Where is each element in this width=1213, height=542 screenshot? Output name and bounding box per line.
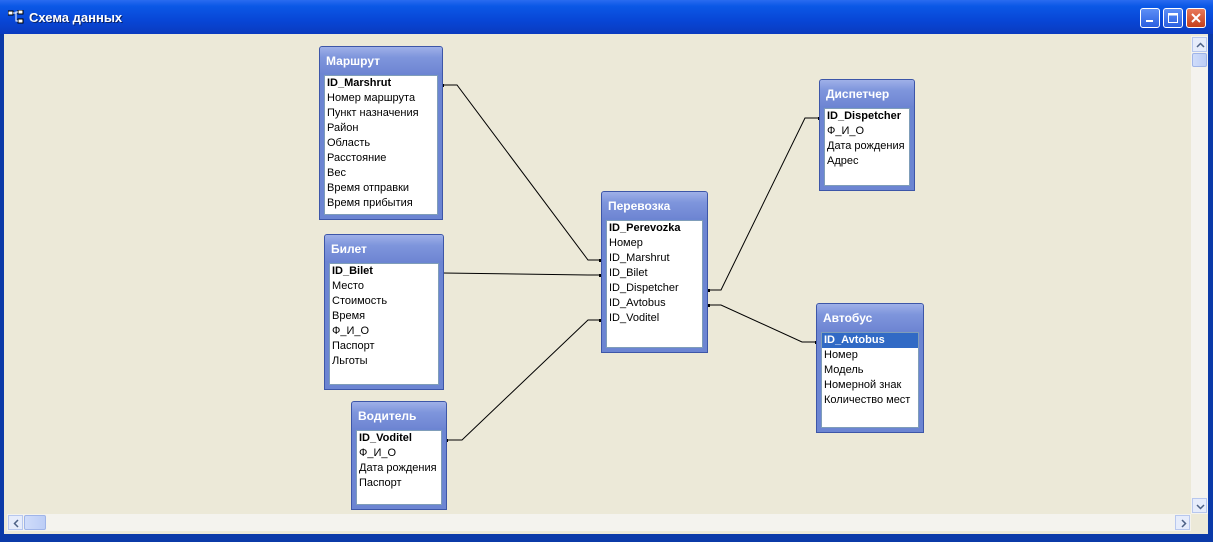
field-item[interactable]: ID_Bilet bbox=[332, 265, 373, 277]
field-list: ID_Marshrut Номер маршрута Пункт назначе… bbox=[324, 75, 438, 215]
field-item[interactable]: ID_Voditel bbox=[359, 432, 412, 444]
field-item[interactable]: Район bbox=[327, 122, 359, 134]
field-item[interactable]: Ф_И_О bbox=[359, 447, 397, 459]
field-item[interactable]: ID_Marshrut bbox=[609, 252, 670, 264]
field-list: ID_Avtobus Номер Модель Номерной знак Ко… bbox=[821, 332, 919, 428]
field-item[interactable]: Область bbox=[327, 137, 371, 149]
scroll-right-button[interactable] bbox=[1175, 515, 1190, 530]
relationship-canvas[interactable]: Маршрут ID_Marshrut Номер маршрута Пункт… bbox=[7, 36, 1191, 514]
field-item[interactable]: Время прибытия bbox=[327, 197, 413, 209]
field-list: ID_Dispetcher Ф_И_О Дата рождения Адрес bbox=[824, 108, 910, 186]
field-item[interactable]: Время отправки bbox=[327, 182, 410, 194]
scrollbar-corner bbox=[1191, 514, 1208, 531]
table-voditel[interactable]: Водитель ID_Voditel Ф_И_О Дата рождения … bbox=[351, 401, 447, 510]
maximize-icon bbox=[1168, 13, 1178, 23]
field-item[interactable]: Адрес bbox=[827, 155, 859, 167]
field-item[interactable]: Пункт назначения bbox=[327, 107, 419, 119]
field-item[interactable]: ID_Marshrut bbox=[327, 77, 392, 89]
field-item[interactable]: Вес bbox=[327, 167, 346, 179]
table-title[interactable]: Перевозка bbox=[602, 192, 707, 218]
table-avtobus[interactable]: Автобус ID_Avtobus Номер Модель Номерной… bbox=[816, 303, 924, 433]
relation-line-marshrut bbox=[443, 84, 601, 261]
minimize-button[interactable] bbox=[1140, 8, 1160, 28]
title-bar[interactable]: Схема данных bbox=[0, 0, 1213, 34]
horizontal-scrollbar[interactable] bbox=[7, 514, 1191, 531]
table-perevozka[interactable]: Перевозка ID_Perevozka Номер ID_Marshrut… bbox=[601, 191, 708, 353]
field-item[interactable]: ID_Dispetcher bbox=[609, 282, 679, 294]
field-item[interactable]: Льготы bbox=[332, 355, 368, 367]
field-list: ID_Voditel Ф_И_О Дата рождения Паспорт bbox=[356, 430, 442, 505]
field-item[interactable]: Стоимость bbox=[332, 295, 388, 307]
field-item[interactable]: Номерной знак bbox=[824, 379, 902, 391]
field-item[interactable]: Количество мест bbox=[824, 394, 911, 406]
field-item[interactable]: Номер bbox=[609, 237, 643, 249]
field-item[interactable]: ID_Perevozka bbox=[609, 222, 681, 234]
table-dispetcher[interactable]: Диспетчер ID_Dispetcher Ф_И_О Дата рожде… bbox=[819, 79, 915, 191]
field-item[interactable]: Ф_И_О bbox=[332, 325, 370, 337]
close-button[interactable] bbox=[1186, 8, 1206, 28]
table-title[interactable]: Диспетчер bbox=[820, 80, 914, 106]
relation-line-dispetcher bbox=[708, 117, 820, 291]
field-item[interactable]: Паспорт bbox=[359, 477, 402, 489]
field-item[interactable]: Модель bbox=[824, 364, 864, 376]
table-title[interactable]: Билет bbox=[325, 235, 443, 261]
scroll-up-button[interactable] bbox=[1192, 37, 1207, 52]
vertical-scroll-thumb[interactable] bbox=[1192, 53, 1207, 67]
field-item[interactable]: ID_Voditel bbox=[609, 312, 660, 324]
relation-line-avtobus bbox=[708, 304, 817, 343]
client-area: Маршрут ID_Marshrut Номер маршрута Пункт… bbox=[4, 34, 1208, 534]
field-item[interactable]: Дата рождения bbox=[827, 140, 905, 152]
field-item[interactable]: Паспорт bbox=[332, 340, 375, 352]
vertical-scrollbar[interactable] bbox=[1191, 36, 1208, 514]
table-marshrut[interactable]: Маршрут ID_Marshrut Номер маршрута Пункт… bbox=[319, 46, 443, 220]
arrow-down-icon bbox=[1196, 504, 1205, 510]
field-item[interactable]: Дата рождения bbox=[359, 462, 437, 474]
field-item[interactable]: Расстояние bbox=[327, 152, 387, 164]
field-item[interactable]: ID_Dispetcher bbox=[827, 110, 901, 122]
field-item[interactable]: Номер маршрута bbox=[327, 92, 416, 104]
scroll-down-button[interactable] bbox=[1192, 498, 1207, 513]
arrow-up-icon bbox=[1196, 42, 1205, 48]
table-title[interactable]: Водитель bbox=[352, 402, 446, 428]
field-item[interactable]: Номер bbox=[824, 349, 858, 361]
relation-line-bilet bbox=[442, 272, 601, 276]
field-item[interactable]: Место bbox=[332, 280, 364, 292]
arrow-right-icon bbox=[1181, 519, 1187, 528]
field-item[interactable]: Время bbox=[332, 310, 366, 322]
field-item[interactable]: ID_Avtobus bbox=[822, 333, 918, 348]
relation-line-voditel bbox=[447, 319, 601, 441]
horizontal-scroll-thumb[interactable] bbox=[24, 515, 46, 530]
window-title: Схема данных bbox=[29, 10, 123, 25]
relationship-lines bbox=[441, 84, 821, 442]
arrow-left-icon bbox=[13, 519, 19, 528]
table-bilet[interactable]: Билет ID_Bilet Место Стоимость Время Ф_И… bbox=[324, 234, 444, 390]
table-title[interactable]: Автобус bbox=[817, 304, 923, 330]
minimize-icon bbox=[1146, 20, 1153, 22]
maximize-button[interactable] bbox=[1163, 8, 1183, 28]
field-list: ID_Perevozka Номер ID_Marshrut ID_Bilet … bbox=[606, 220, 703, 348]
field-item[interactable]: ID_Avtobus bbox=[609, 297, 666, 309]
table-title[interactable]: Маршрут bbox=[320, 47, 442, 73]
scroll-left-button[interactable] bbox=[8, 515, 23, 530]
field-item[interactable]: ID_Bilet bbox=[609, 267, 648, 279]
close-icon bbox=[1191, 13, 1201, 23]
relationships-icon bbox=[8, 10, 24, 24]
field-list: ID_Bilet Место Стоимость Время Ф_И_О Пас… bbox=[329, 263, 439, 385]
field-item[interactable]: Ф_И_О bbox=[827, 125, 865, 137]
